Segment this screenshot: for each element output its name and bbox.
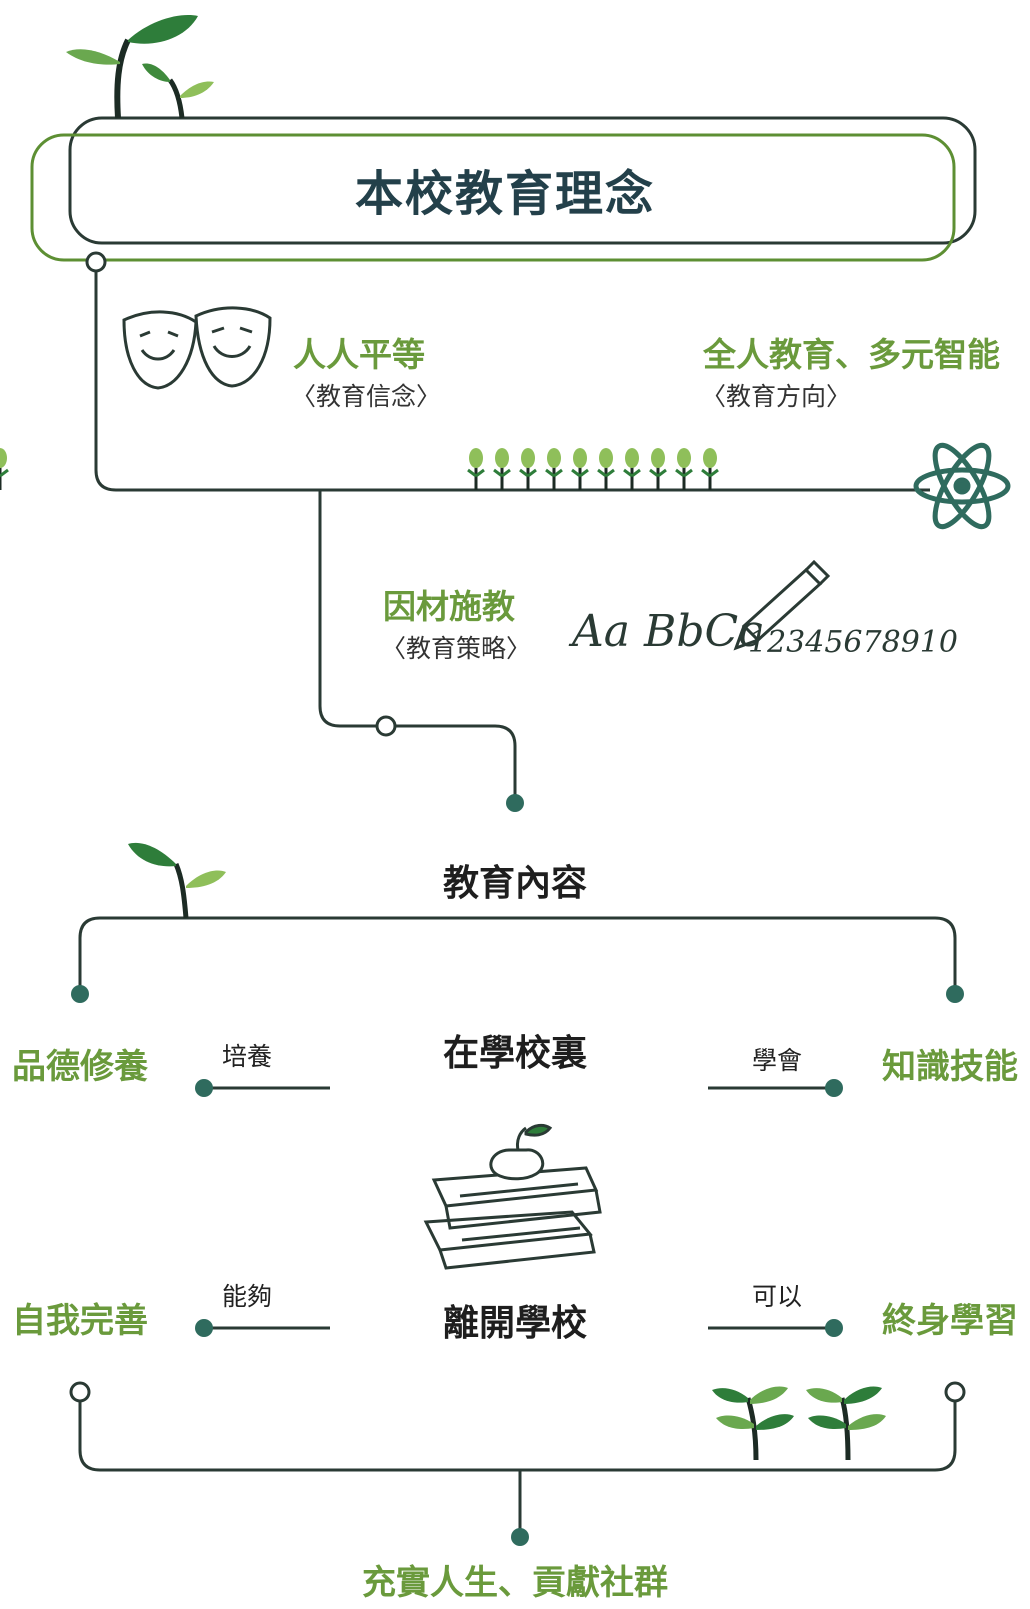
conclusion-text: 充實人生、貢獻社群: [362, 1563, 668, 1603]
direction-heading: 全人教育、多元智能: [703, 335, 1000, 374]
after-school-title: 離開學校: [442, 1303, 587, 1344]
theater-masks-icon: [122, 306, 272, 390]
content-title: 教育內容: [442, 863, 587, 904]
content-node-right: [946, 985, 964, 1003]
in-school-title: 在學校裏: [442, 1033, 587, 1074]
books-apple-icon: [423, 1123, 602, 1270]
connector-node: [825, 1079, 843, 1097]
belief-node-top: [85, 251, 107, 273]
direction-subheading: 〈教育方向〉: [701, 382, 852, 411]
lifelong-learning-label: 終身學習: [882, 1301, 1018, 1341]
strategy-end-node: [506, 794, 524, 812]
tree-icon: [712, 1386, 794, 1461]
sprout-icon: [66, 15, 214, 119]
bottom-bracket: [78, 1394, 957, 1472]
handwriting-digits: 12345678910: [748, 625, 958, 660]
belief-heading: 人人平等: [293, 335, 425, 374]
handwriting-letters: Aa BbCc: [572, 606, 763, 657]
morality-label: 品德修養: [12, 1047, 148, 1087]
strategy-heading: 因材施教: [383, 587, 515, 626]
belief-subheading: 〈教育信念〉: [291, 382, 442, 411]
self-improvement-label: 自我完善: [12, 1301, 148, 1341]
connector-node: [195, 1319, 213, 1337]
strategy-line: [318, 490, 517, 800]
knowledge-label: 知識技能: [882, 1047, 1018, 1087]
connector-node: [195, 1079, 213, 1097]
title-frame-outer: [68, 116, 977, 245]
pencil-icon: [733, 559, 831, 651]
cultivate-connector-label: 培養: [222, 1042, 273, 1071]
learn-connector-label: 學會: [752, 1046, 803, 1075]
bottom-end-node: [511, 1528, 529, 1546]
belief-line: [94, 262, 930, 492]
atom-icon: [913, 442, 1011, 530]
seedling-row-icon: [0, 446, 720, 492]
tree-icon: [806, 1386, 886, 1461]
strategy-node: [375, 715, 397, 737]
main-title: 本校教育理念: [354, 166, 655, 222]
bottom-node-left: [69, 1381, 91, 1403]
bottom-node-right: [944, 1381, 966, 1403]
can-connector-label: 可以: [752, 1282, 803, 1311]
sprout-icon: [128, 842, 226, 919]
able-connector-label: 能夠: [222, 1282, 273, 1311]
content-bracket: [78, 916, 957, 994]
strategy-subheading: 〈教育策略〉: [381, 634, 532, 663]
content-node-left: [71, 985, 89, 1003]
title-frame-inner: [30, 133, 956, 262]
connector-node: [825, 1319, 843, 1337]
